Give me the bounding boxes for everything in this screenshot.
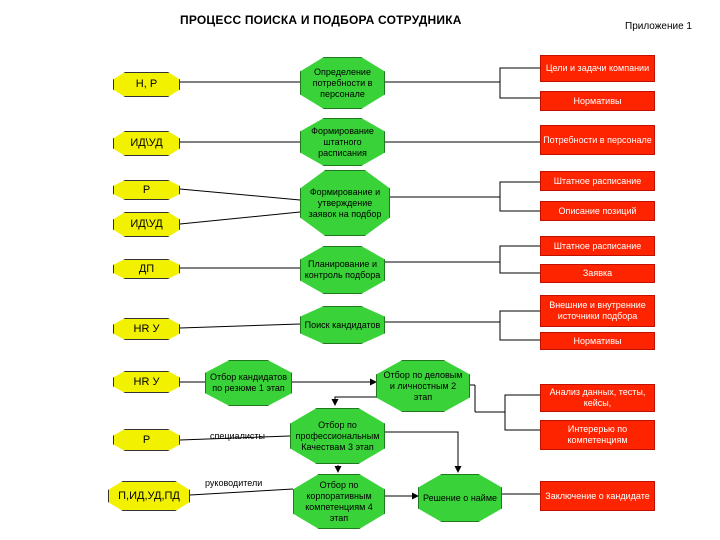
doc-norms-1: Нормативы [540,91,655,111]
doc-staff-schedule-2: Штатное расписание [540,236,655,256]
step-professional-selection: Отбор по профессиональным Качествам 3 эт… [290,408,385,464]
step-corporate-selection: Отбор по корпоративным компетенциям 4 эт… [293,474,385,529]
role-hr-2: HR У [113,371,180,393]
doc-staff-schedule-1: Штатное расписание [540,171,655,191]
role-p-id-ud-pd: П,ИД,УД,ПД [108,481,190,511]
role-id-ud-1: ИД\УД [113,131,180,156]
role-r-1: Р [113,180,180,200]
line-role-8 [179,435,291,441]
doc-analysis-tests: Анализ данных, тесты, кейсы, [540,384,655,412]
doc-position-descriptions: Описание позиций [540,201,655,221]
page-title: ПРОЦЕСС ПОИСКА И ПОДБОРА СОТРУДНИКА [180,13,462,27]
role-r-2: Р [113,429,180,451]
step-requests: Формирование и утверждение заявок на под… [300,170,390,236]
doc-sources: Внешние и внутренние источники подбора [540,295,655,327]
step-planning: Планирование и контроль подбора [300,246,385,294]
step-define-needs: Определение потребности в персонале [300,57,385,109]
step-staff-schedule: Формирование штатного расписания [300,118,385,166]
step-business-selection: Отбор по деловым и личностным 2 этап [376,360,470,412]
doc-staff-needs: Потребности в персонале [540,125,655,155]
label-specialists: специалисты [210,431,265,441]
line-role-4 [179,211,301,225]
step-resume-selection: Отбор кандидатов по резюме 1 этап [205,360,292,406]
step-search: Поиск кандидатов [300,306,385,344]
appendix-label: Приложение 1 [625,21,692,32]
role-n-r: Н, Р [113,72,180,97]
doc-competency-interview: Интерерью по компетенциям [540,420,655,450]
doc-candidate-conclusion: Заключение о кандидате [540,481,655,511]
role-dp: ДП [113,259,180,279]
doc-norms-2: Нормативы [540,332,655,350]
line-role-6 [179,323,301,329]
line-role-9 [189,488,294,496]
doc-request: Заявка [540,264,655,283]
doc-goals: Цели и задачи компании [540,55,655,82]
label-managers: руководители [205,478,263,488]
role-id-ud-2: ИД\УД [113,212,180,237]
step-hiring-decision: Решение о найме [418,474,502,522]
role-hr-1: HR У [113,318,180,340]
line-role-3 [179,188,301,201]
